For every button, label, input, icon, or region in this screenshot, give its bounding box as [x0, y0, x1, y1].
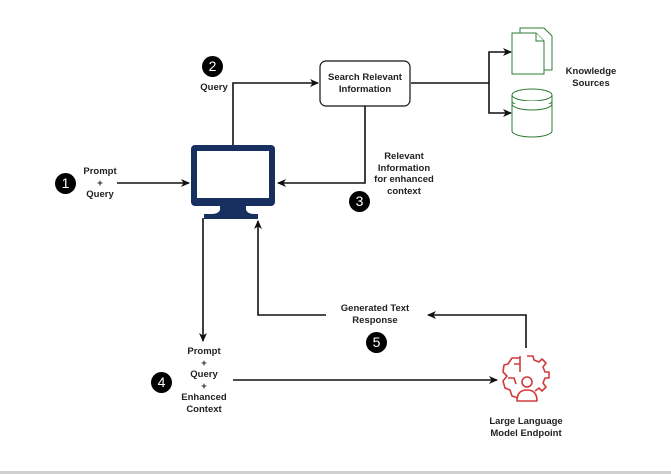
step-3-label: Relevant Information for enhanced contex…: [374, 151, 434, 197]
knowledge-sources-label: Knowledge Sources: [565, 66, 617, 89]
arrow-to-documents: [488, 48, 512, 83]
step-2-label: Query: [200, 82, 228, 93]
monitor-icon: [191, 145, 275, 219]
documents-icon: [511, 27, 553, 75]
step-1-badge: 1: [55, 173, 76, 194]
search-box-label: Search Relevant Information: [328, 72, 402, 95]
step-2-badge: 2: [202, 56, 223, 77]
brain-gear-user-icon: [502, 355, 550, 402]
bottom-border: [0, 471, 671, 474]
arrow-query-to-search: [232, 79, 319, 145]
search-box: [319, 60, 411, 107]
step-5-badge: 5: [366, 332, 387, 353]
step-1-label: Prompt + Query: [83, 166, 117, 200]
arrow-search-to-client: [277, 106, 366, 187]
arrow-llm-to-response: [427, 311, 527, 348]
step-5-label: Generated Text Response: [340, 303, 410, 326]
database-icon: [511, 88, 553, 138]
step-4-label: Prompt + Query + Enhanced Context: [181, 346, 227, 415]
llm-label: Large Language Model Endpoint: [489, 416, 563, 439]
step-4-badge: 4: [151, 372, 172, 393]
step-3-badge: 3: [349, 191, 370, 212]
arrow-response-to-client: [254, 220, 326, 316]
arrow-to-database: [488, 83, 512, 117]
